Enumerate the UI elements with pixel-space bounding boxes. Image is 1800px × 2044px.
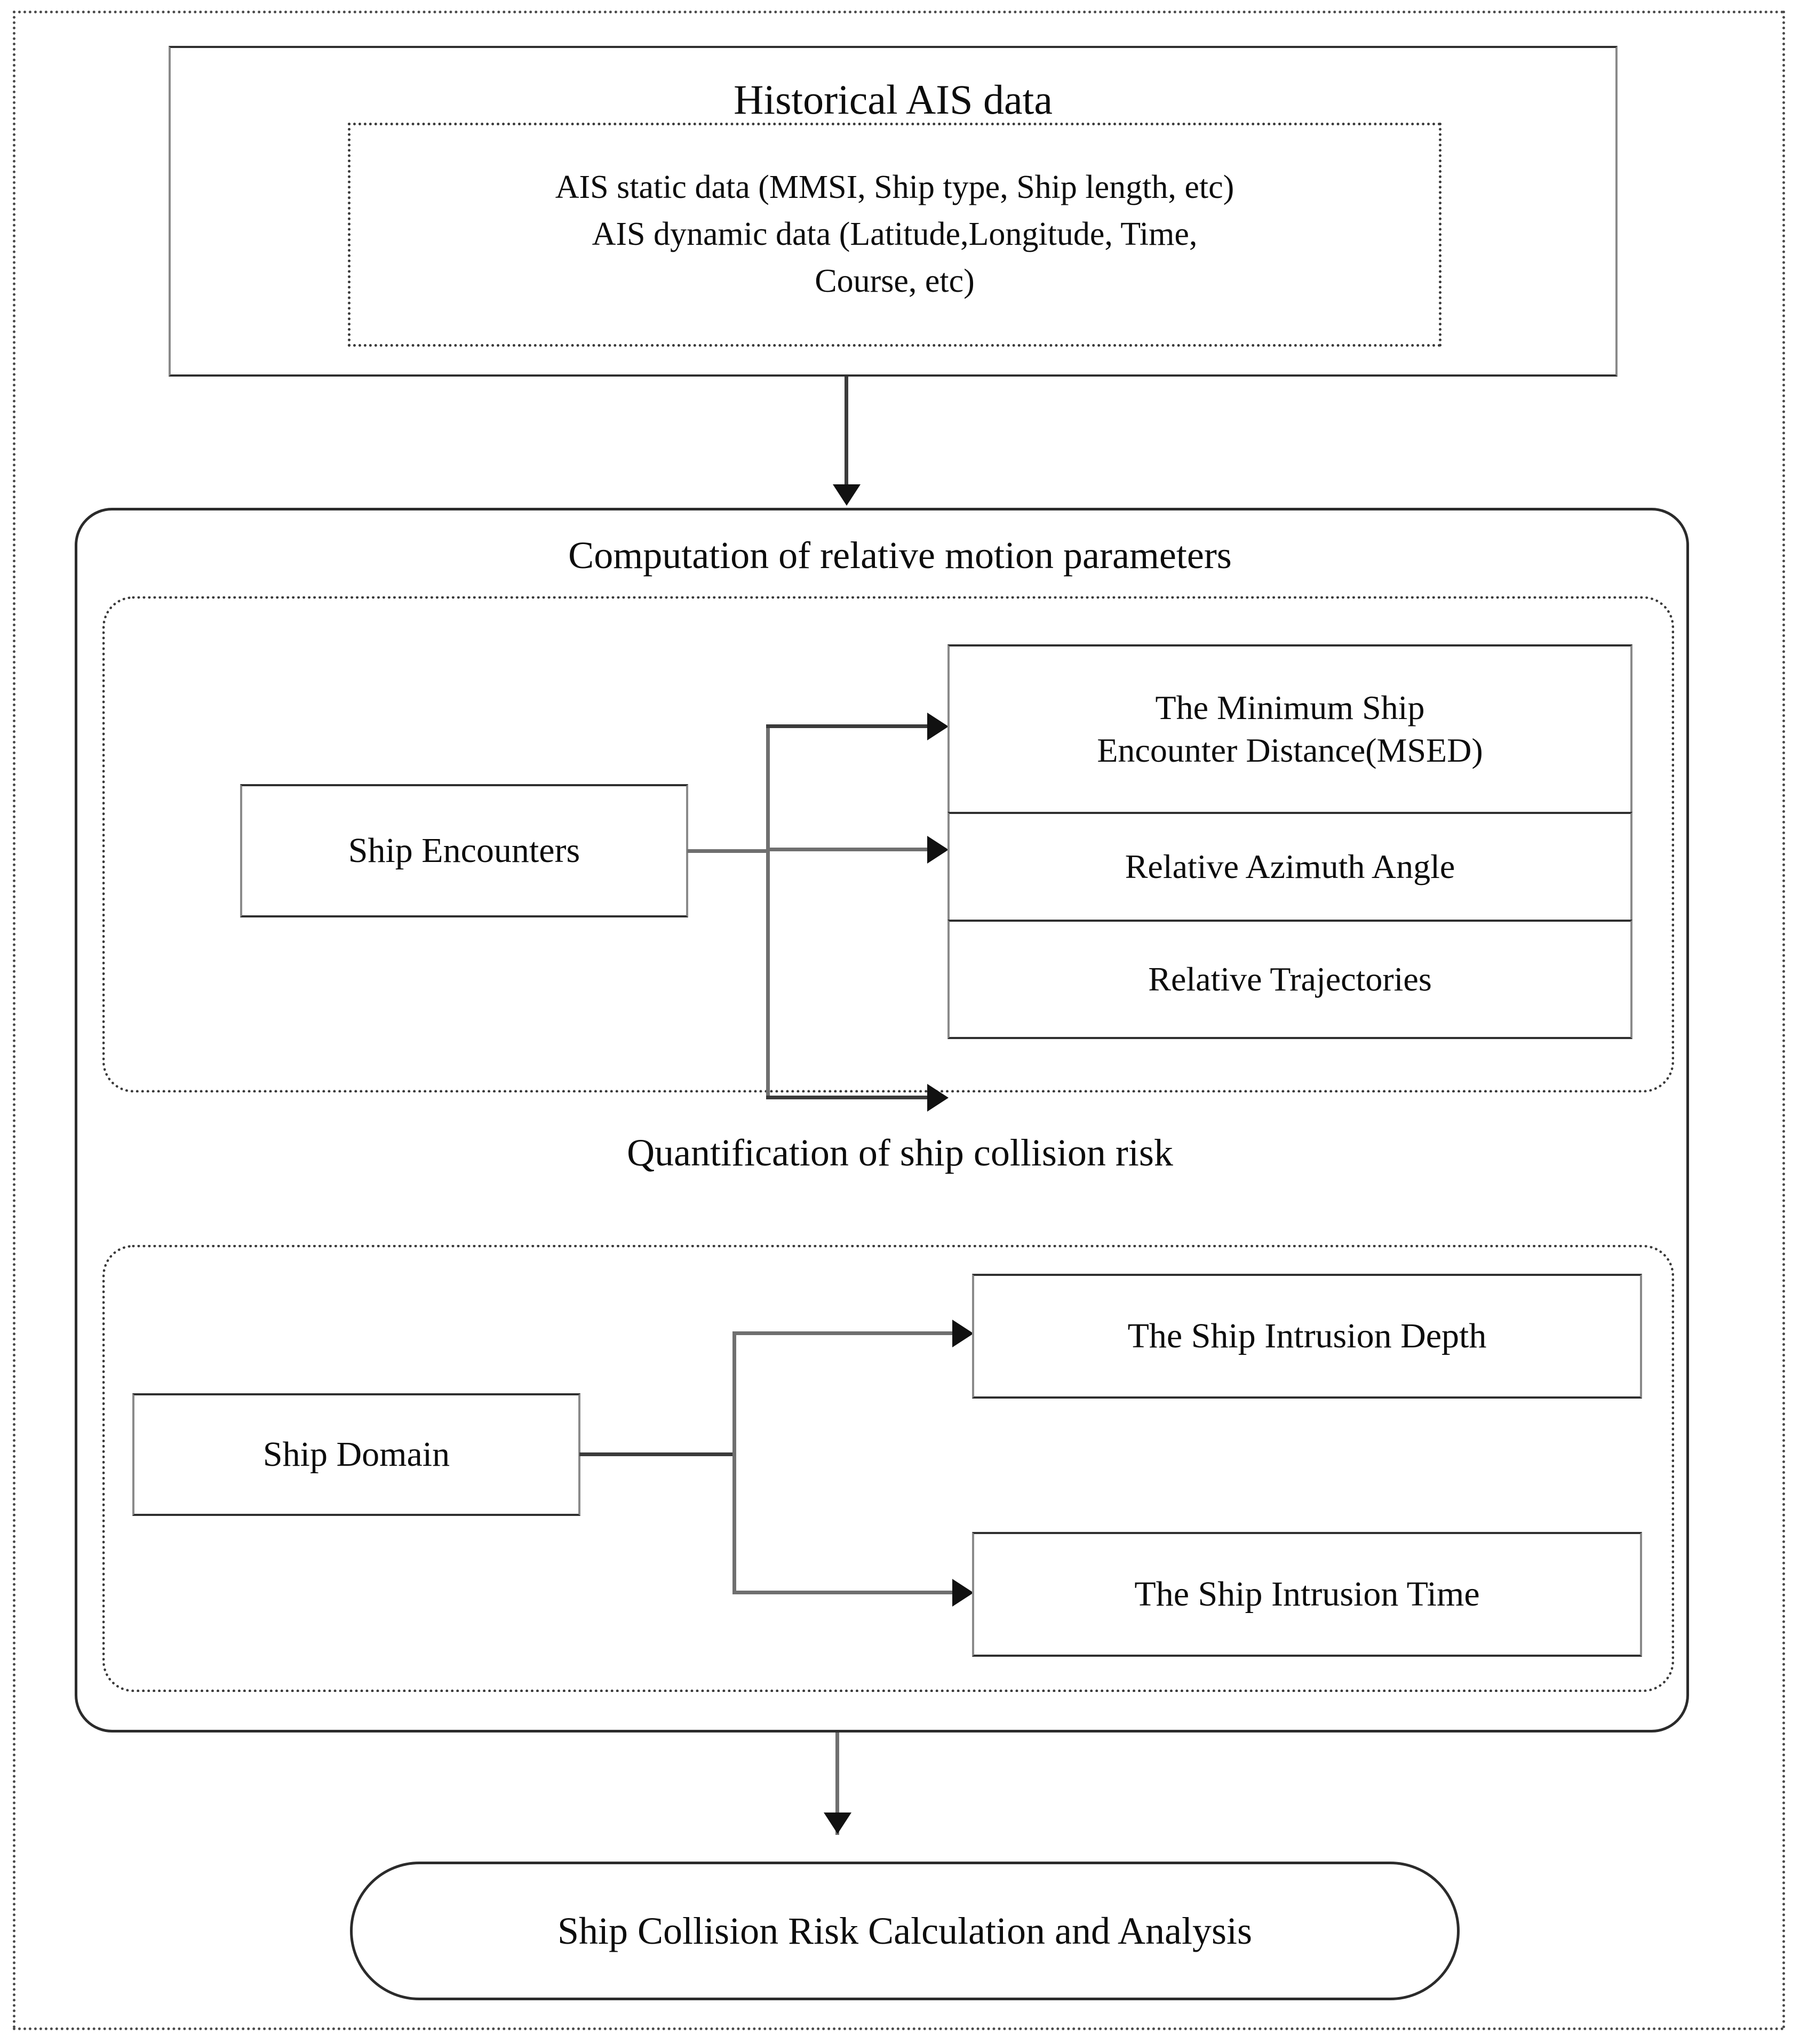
stage-one-title: Computation of relative motion parameter… xyxy=(568,534,1232,577)
connector-encounters-trunk xyxy=(687,849,768,853)
stage-one-dashed-panel xyxy=(102,596,1674,1092)
ship-intrusion-time-box: The Ship Intrusion Time xyxy=(972,1532,1642,1657)
outer-dotted-frame xyxy=(13,11,1785,2030)
arrowhead-to-trajectories xyxy=(927,1084,949,1112)
stage-two-dashed-panel xyxy=(102,1245,1674,1692)
arrowhead-to-msed xyxy=(927,713,949,740)
connector-process-to-result xyxy=(835,1732,839,1835)
arrowhead-to-intrusion-depth xyxy=(952,1320,974,1347)
historical-ais-data-title: Historical AIS data xyxy=(734,76,1053,123)
ship-domain-box: Ship Domain xyxy=(132,1393,580,1516)
msed-output-label: The Minimum Ship Encounter Distance(MSED… xyxy=(1097,686,1483,772)
connector-to-intrusion-time xyxy=(732,1591,955,1594)
ais-data-details-dotted-box: AIS static data (MMSI, Ship type, Ship l… xyxy=(348,123,1441,347)
relative-azimuth-angle-box: Relative Azimuth Angle xyxy=(947,812,1632,922)
relative-trajectories-box: Relative Trajectories xyxy=(947,920,1632,1039)
ship-encounters-box: Ship Encounters xyxy=(240,784,688,917)
connector-to-msed xyxy=(766,724,930,728)
ais-dynamic-data-line-2: Course, etc) xyxy=(815,262,975,299)
connector-to-trajectories xyxy=(766,1096,930,1099)
relative-motion-outputs-group: The Minimum Ship Encounter Distance(MSED… xyxy=(947,644,1632,1039)
connector-ais-to-process xyxy=(845,377,848,486)
msed-label-line-2: Encounter Distance(MSED) xyxy=(1097,731,1483,769)
stage-two-title: Quantification of ship collision risk xyxy=(627,1131,1173,1174)
msed-output-box: The Minimum Ship Encounter Distance(MSED… xyxy=(947,644,1632,814)
historical-ais-data-box: Historical AIS data AIS static data (MMS… xyxy=(169,46,1618,377)
ais-static-data-line: AIS static data (MMSI, Ship type, Ship l… xyxy=(555,169,1234,206)
msed-label-line-1: The Minimum Ship xyxy=(1155,689,1425,726)
ship-collision-risk-result-box: Ship Collision Risk Calculation and Anal… xyxy=(350,1862,1460,2000)
connector-encounters-riser xyxy=(766,725,770,1099)
connector-domain-trunk xyxy=(579,1452,735,1456)
ais-dynamic-data-line-1: AIS dynamic data (Latitude,Longitude, Ti… xyxy=(592,216,1198,253)
ship-intrusion-depth-box: The Ship Intrusion Depth xyxy=(972,1274,1642,1399)
arrowhead-to-azimuth xyxy=(927,836,949,864)
connector-domain-riser xyxy=(732,1332,736,1594)
arrowhead-to-intrusion-time xyxy=(952,1579,974,1607)
arrowhead-ais-to-process xyxy=(833,484,861,506)
connector-to-intrusion-depth xyxy=(732,1331,955,1335)
arrowhead-process-to-result xyxy=(824,1813,851,1834)
connector-to-azimuth xyxy=(766,848,930,851)
